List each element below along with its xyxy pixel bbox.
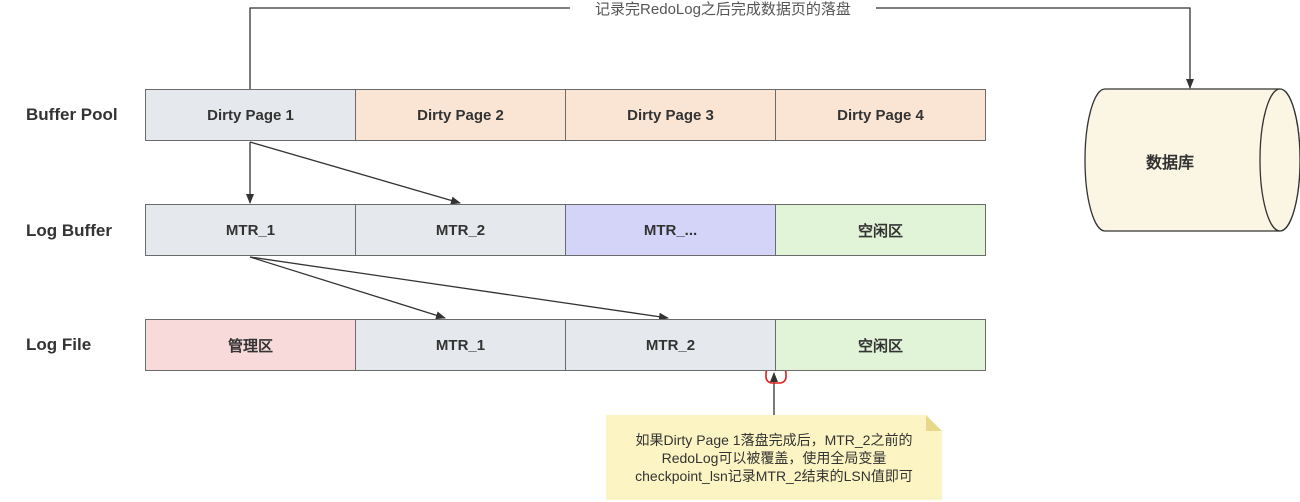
buffer-pool-dirty-page-2: Dirty Page 2 <box>355 89 566 141</box>
log-buffer-free-area: 空闲区 <box>775 204 986 256</box>
database-label: 数据库 <box>1145 155 1194 172</box>
log-file-management-area: 管理区 <box>145 319 356 371</box>
log-file-free-area: 空闲区 <box>775 319 986 371</box>
logbuffer-mtr1-to-logfile-mtr1-arrow <box>249 256 446 320</box>
logbuffer-mtr1-to-logfile-mtr2-arrow <box>249 256 669 321</box>
buffer-pool-dirty-page-3: Dirty Page 3 <box>565 89 776 141</box>
checkpoint-note: 如果Dirty Page 1落盘完成后，MTR_2之前的 RedoLog可以被覆… <box>606 415 942 500</box>
dirty-page1-to-mtr2-arrow <box>249 141 461 205</box>
row-label-log-file: Log File <box>26 335 92 354</box>
log-buffer-mtr-more: MTR_... <box>565 204 776 256</box>
row-label-log-buffer: Log Buffer <box>26 221 112 240</box>
note-line-3: checkpoint_lsn记录MTR_2结束的LSN值即可 <box>635 467 913 484</box>
flush-edge-label: 记录完RedoLog之后完成数据页的落盘 <box>570 0 876 20</box>
row-label-buffer-pool: Buffer Pool <box>26 105 118 124</box>
database-cylinder <box>1084 88 1300 232</box>
log-file-mtr-1: MTR_1 <box>355 319 566 371</box>
log-file-mtr-2: MTR_2 <box>565 319 776 371</box>
note-shape <box>606 415 942 500</box>
log-buffer-mtr-2: MTR_2 <box>355 204 566 256</box>
flush-to-database-arrow <box>249 7 1194 89</box>
buffer-pool-dirty-page-4: Dirty Page 4 <box>775 89 986 141</box>
note-line-2: RedoLog可以被覆盖，使用全局变量 <box>661 449 887 466</box>
log-buffer-mtr-1: MTR_1 <box>145 204 356 256</box>
note-line-1: 如果Dirty Page 1落盘完成后，MTR_2之前的 <box>635 431 913 448</box>
buffer-pool-dirty-page-1: Dirty Page 1 <box>145 89 356 141</box>
